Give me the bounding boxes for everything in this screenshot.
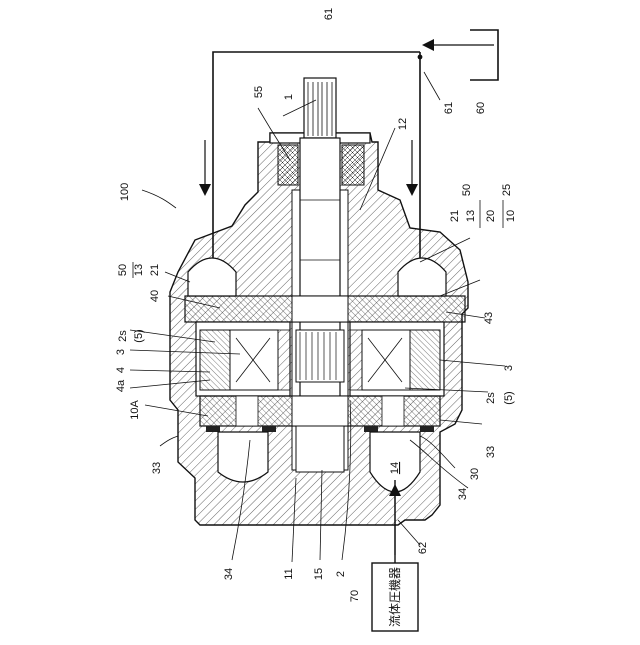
label-5-right: (5) [503, 391, 515, 404]
label-33-left: 33 [151, 462, 163, 474]
plate-40-center-gap [292, 296, 348, 322]
label-2s-right: 2s [485, 392, 497, 404]
label-70: 70 [349, 590, 361, 602]
label-61-right: 61 [443, 102, 455, 114]
label-30: 30 [469, 468, 481, 480]
label-5-left: (5) [133, 329, 145, 342]
label-15: 15 [313, 568, 325, 580]
lower-shaft-bore [296, 426, 344, 472]
gap-left [278, 330, 290, 390]
outer-ring-left [200, 330, 230, 390]
label-61-top: 61 [323, 8, 335, 20]
label-34-left: 34 [223, 568, 235, 580]
label-4: 4 [115, 367, 127, 373]
label-1: 1 [283, 94, 295, 100]
seal-34-left-a [206, 426, 220, 432]
label-3-left: 3 [115, 349, 127, 355]
label-62: 62 [417, 542, 429, 554]
label-55: 55 [253, 86, 265, 98]
label-10: 10 [505, 210, 517, 222]
label-50-right: 50 [461, 184, 473, 196]
label-10A: 10A [129, 400, 141, 420]
seal-34-left-b [262, 426, 276, 432]
tank-60 [470, 30, 498, 80]
label-40: 40 [149, 290, 161, 302]
seal-34-right-a [364, 426, 378, 432]
label-2s-left: 2s [117, 330, 129, 342]
label-14: 14 [389, 462, 401, 474]
gap-right [350, 330, 362, 390]
label-11: 11 [283, 568, 295, 579]
shaft-spline-top [304, 78, 336, 138]
label-2: 2 [335, 571, 347, 577]
bearing-55-left [278, 145, 298, 185]
bearing-55-right [342, 145, 364, 185]
label-25: 25 [501, 184, 513, 196]
label-21-left: 21 [149, 264, 161, 276]
label-13-right: 13 [465, 210, 477, 222]
label-12: 12 [397, 118, 409, 130]
label-13-left: 13 [133, 264, 145, 276]
label-100: 100 [119, 183, 131, 201]
seal-34-right-b [420, 426, 434, 432]
label-50-left: 50 [117, 264, 129, 276]
lower-cavity-left [218, 432, 268, 482]
outer-ring-right [410, 330, 440, 390]
label-34-right: 34 [457, 488, 469, 500]
label-43: 43 [483, 312, 495, 324]
gear-shaft-spline [296, 330, 344, 382]
plate-30-center [292, 396, 348, 426]
label-3-right: 3 [503, 365, 515, 371]
label-21-right: 21 [449, 210, 461, 222]
fluid-device-label: 流体圧機器 [387, 567, 402, 627]
label-60: 60 [475, 102, 487, 114]
label-4a: 4a [115, 379, 127, 392]
label-20: 20 [485, 210, 497, 222]
label-33-right: 33 [485, 446, 497, 458]
